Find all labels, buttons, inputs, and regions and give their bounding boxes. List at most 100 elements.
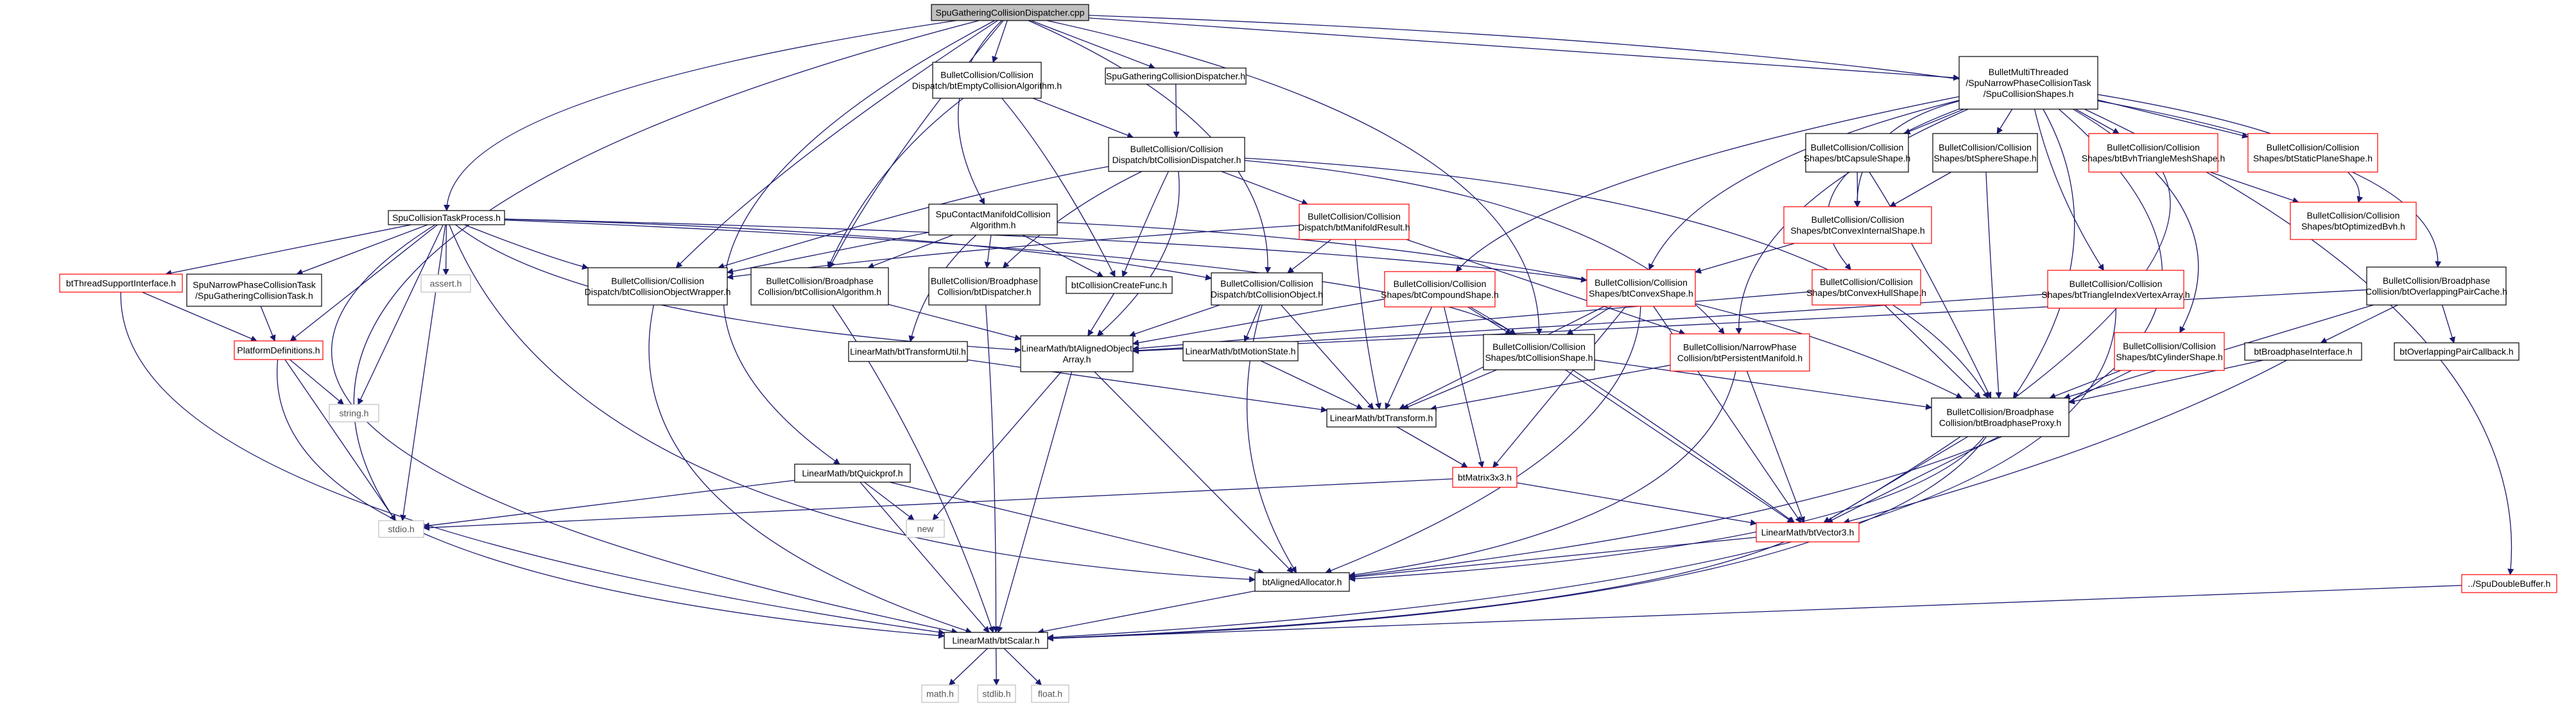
node-label: /SpuCollisionShapes.h [1984, 89, 2074, 99]
node-coll_dispatcher[interactable]: BulletCollision/CollisionDispatch/btColl… [1109, 137, 1245, 171]
node-label: Collision/btOverlappingPairCache.h [2365, 286, 2507, 297]
node-collision_shape[interactable]: BulletCollision/CollisionShapes/btCollis… [1483, 334, 1595, 370]
file-nodes: SpuGatheringCollisionDispatcher.cppSpuCo… [60, 4, 2557, 702]
node-label: ../SpuDoubleBuffer.h [2468, 578, 2551, 589]
node-tri_index_vert[interactable]: BulletCollision/CollisionShapes/btTriang… [2041, 270, 2190, 308]
node-static_plane[interactable]: BulletCollision/CollisionShapes/btStatic… [2248, 134, 2378, 172]
node-coll_object[interactable]: BulletCollision/CollisionDispatch/btColl… [1211, 273, 1323, 305]
node-scalar[interactable]: LinearMath/btScalar.h [944, 632, 1048, 648]
include-edge-spu_contact_mf_algo-to-coll_obj_wrapper [727, 232, 929, 273]
node-cylinder_shape[interactable]: BulletCollision/CollisionShapes/btCylind… [2114, 333, 2224, 370]
node-label: float.h [1038, 689, 1062, 699]
node-bp_coll_algo[interactable]: BulletCollision/BroadphaseCollision/btCo… [751, 268, 888, 305]
include-edge-manifold_result-to-transform_h [1355, 239, 1379, 409]
node-coll_create_func[interactable]: btCollisionCreateFunc.h [1066, 277, 1172, 293]
node-label: stdio.h [388, 524, 414, 534]
include-edge-coll_create_func-to-aligned_obj_array [1088, 293, 1114, 336]
include-edge-compound_shape-to-transform_h [1385, 307, 1431, 409]
node-spu_np_task[interactable]: SpuNarrowPhaseCollisionTask/SpuGathering… [187, 274, 322, 306]
include-edge-spu_task_process-to-coll_obj_wrapper [464, 225, 588, 268]
node-spu_task_process[interactable]: SpuCollisionTaskProcess.h [388, 211, 505, 225]
include-edge-motion_state-to-transform_h [1261, 361, 1362, 409]
node-mt_spu_coll_shapes[interactable]: BulletMultiThreaded/SpuNarrowPhaseCollis… [1959, 56, 2098, 109]
node-aligned_alloc[interactable]: btAlignedAllocator.h [1255, 573, 1349, 591]
node-root[interactable]: SpuGatheringCollisionDispatcher.cpp [931, 4, 1089, 21]
node-coll_obj_wrapper[interactable]: BulletCollision/CollisionDispatch/btColl… [585, 268, 731, 305]
node-new_h[interactable]: new [906, 520, 944, 537]
node-label: BulletCollision/Collision [2267, 143, 2360, 153]
node-label: /SpuGatheringCollisionTask.h [195, 291, 313, 301]
node-empty_coll_algo[interactable]: BulletCollision/CollisionDispatch/btEmpt… [912, 62, 1062, 98]
node-label: stdlib.h [982, 689, 1010, 699]
node-label: Shapes/btBvhTriangleMeshShape.h [2082, 153, 2226, 164]
node-quickprof[interactable]: LinearMath/btQuickprof.h [795, 464, 910, 482]
node-label: BulletCollision/Collision [940, 70, 1033, 80]
node-spu_double_buf[interactable]: ../SpuDoubleBuffer.h [2462, 575, 2557, 593]
include-edge-root-to-spu_task_process [447, 21, 956, 211]
node-math_h[interactable]: math.h [922, 685, 958, 702]
include-edge-empty_coll_algo-to-coll_dispatcher [1033, 98, 1133, 137]
node-string_h[interactable]: string.h [329, 404, 379, 422]
node-thread_support[interactable]: btThreadSupportInterface.h [60, 274, 182, 292]
node-label: BulletCollision/Collision [1820, 277, 1913, 287]
node-stdlib_h[interactable]: stdlib.h [978, 685, 1016, 702]
node-label: Shapes/btSphereShape.h [1933, 153, 2036, 164]
node-bp_proxy[interactable]: BulletCollision/BroadphaseCollision/btBr… [1932, 398, 2069, 437]
node-label: BulletCollision/Collision [2307, 211, 2400, 221]
node-convex_shape[interactable]: BulletCollision/CollisionShapes/btConvex… [1587, 270, 1695, 306]
node-label: Shapes/btOptimizedBvh.h [2301, 221, 2405, 232]
node-float_h[interactable]: float.h [1032, 685, 1069, 702]
node-bvh_tri_mesh[interactable]: BulletCollision/CollisionShapes/btBvhTri… [2082, 134, 2226, 172]
node-overlap_pair_cb[interactable]: btOverlappingPairCallback.h [2394, 343, 2519, 360]
node-label: SpuContactManifoldCollision [936, 209, 1051, 220]
node-label: Dispatch/btManifoldResult.h [1298, 222, 1410, 232]
node-sphere_shape[interactable]: BulletCollision/CollisionShapes/btSphere… [1933, 134, 2037, 172]
node-label: btThreadSupportInterface.h [66, 278, 176, 288]
node-optimized_bvh[interactable]: BulletCollision/CollisionShapes/btOptimi… [2290, 202, 2416, 239]
node-spu_gath_disp_h[interactable]: SpuGatheringCollisionDispatcher.h [1105, 68, 1246, 84]
node-capsule_shape[interactable]: BulletCollision/CollisionShapes/btCapsul… [1804, 134, 1911, 172]
node-compound_shape[interactable]: BulletCollision/CollisionShapes/btCompou… [1381, 272, 1499, 307]
include-edge-spu_task_process-to-stdio_h [402, 225, 445, 521]
include-edge-mt_spu_coll_shapes-to-compound_shape [1456, 97, 1959, 272]
node-label: BulletCollision/Broadphase [1946, 407, 2054, 417]
node-label: SpuNarrowPhaseCollisionTask [193, 280, 316, 290]
node-persistent_mf[interactable]: BulletCollision/NarrowPhaseCollision/btP… [1670, 334, 1810, 371]
include-edge-bp_interface-to-vector3 [1844, 360, 2286, 523]
include-edge-quickprof-to-new_h [864, 482, 913, 520]
node-label: btBroadphaseInterface.h [2254, 347, 2352, 357]
node-label: Dispatch/btCollisionObject.h [1211, 290, 1323, 300]
node-transform_h[interactable]: LinearMath/btTransform.h [1327, 409, 1436, 427]
node-vector3[interactable]: LinearMath/btVector3.h [1756, 523, 1859, 542]
node-label: BulletCollision/Collision [1220, 279, 1313, 289]
include-edge-spu_double_buf-to-scalar [1048, 586, 2462, 639]
node-stdio_h[interactable]: stdio.h [379, 521, 424, 537]
node-bp_dispatcher[interactable]: BulletCollision/BroadphaseCollision/btDi… [929, 268, 1040, 305]
node-label: BulletCollision/Collision [1394, 279, 1487, 289]
node-label: BulletMultiThreaded [1989, 67, 2069, 77]
node-overlap_pair_cache[interactable]: BulletCollision/BroadphaseCollision/btOv… [2365, 267, 2507, 305]
node-label: assert.h [430, 279, 462, 289]
include-edge-mt_spu_coll_shapes-to-convex_shape [1649, 100, 1959, 270]
node-assert_h[interactable]: assert.h [421, 275, 471, 292]
node-label: BulletCollision/Collision [2123, 341, 2216, 351]
include-edge-vector3-to-scalar [1048, 542, 1785, 638]
node-motion_state[interactable]: LinearMath/btMotionState.h [1183, 342, 1298, 361]
node-label: Shapes/btCollisionShape.h [1485, 352, 1593, 363]
node-convex_internal[interactable]: BulletCollision/CollisionShapes/btConvex… [1784, 207, 1932, 243]
include-edge-coll_dispatcher-to-aligned_obj_array [1098, 171, 1180, 336]
node-label: BulletCollision/Collision [1595, 277, 1688, 288]
node-transform_util[interactable]: LinearMath/btTransformUtil.h [849, 342, 967, 361]
node-label: LinearMath/btVector3.h [1761, 527, 1854, 537]
include-edge-transform_h-to-matrix3x3 [1397, 427, 1467, 467]
node-platform_defs[interactable]: PlatformDefinitions.h [234, 341, 323, 360]
node-bp_interface[interactable]: btBroadphaseInterface.h [2245, 343, 2362, 360]
node-convex_hull[interactable]: BulletCollision/CollisionShapes/btConvex… [1806, 270, 1926, 305]
include-edge-scalar-to-float_h [1004, 648, 1041, 685]
node-matrix3x3[interactable]: btMatrix3x3.h [1453, 467, 1517, 487]
node-manifold_result[interactable]: BulletCollision/CollisionDispatch/btMani… [1298, 204, 1410, 239]
include-edge-vector3-to-aligned_alloc [1349, 537, 1756, 577]
